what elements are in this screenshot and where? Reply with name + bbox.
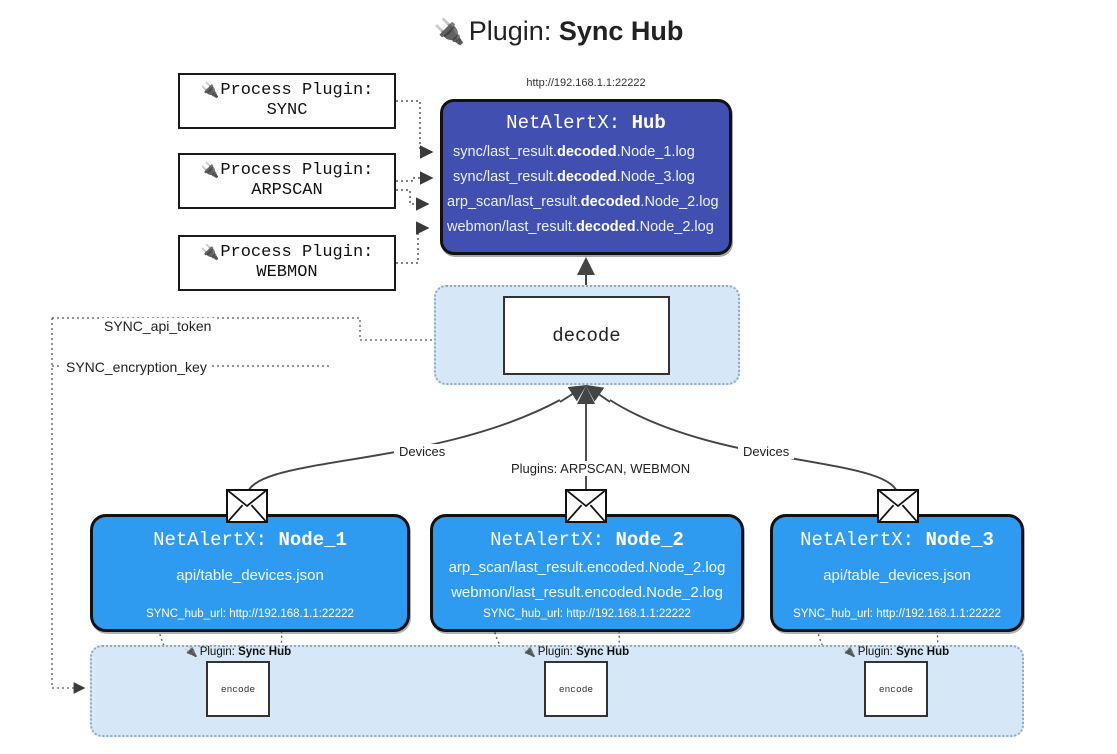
process-plugin-prefix: Process Plugin:: [220, 243, 374, 263]
hub-log-list: sync/last_result.decoded.Node_1.log sync…: [443, 140, 729, 240]
plug-icon: 🔌: [522, 646, 536, 658]
title-prefix: Plugin:: [468, 16, 552, 46]
node-line: api/table_devices.json: [823, 567, 971, 584]
node-line: arp_scan/last_result.encoded.Node_2.log: [448, 559, 726, 576]
node-hub-url: SYNC_hub_url: http://192.168.1.1:22222: [483, 608, 691, 620]
process-plugin-box-webmon[interactable]: 🔌Process Plugin: WEBMON: [178, 235, 396, 291]
edge-label-plugins: Plugins: ARPSCAN, WEBMON: [506, 461, 696, 476]
node-box-node-3[interactable]: NetAlertX: Node_3 api/table_devices.json…: [770, 514, 1024, 632]
envelope-icon: [565, 489, 607, 523]
node-line: api/table_devices.json: [176, 567, 324, 584]
hub-url-label: http://192.168.1.1:22222: [526, 77, 646, 89]
edge-label-devices-left: Devices: [394, 444, 451, 459]
process-plugin-prefix: Process Plugin:: [220, 81, 374, 101]
node-body: api/table_devices.json: [773, 563, 1021, 588]
node-label: NetAlertX: Node_2: [490, 529, 684, 551]
node-hub-url: SYNC_hub_url: http://192.168.1.1:22222: [146, 608, 354, 620]
node-body: api/table_devices.json: [93, 563, 407, 588]
encoder-plugin-label: 🔌Plugin: Sync Hub: [522, 645, 630, 659]
title-name: Sync Hub: [558, 16, 684, 46]
hub-log-line: sync/last_result.decoded.Node_1.log: [453, 144, 695, 160]
node-hub-url: SYNC_hub_url: http://192.168.1.1:22222: [793, 608, 1001, 620]
edge-label-devices-right: Devices: [738, 444, 795, 459]
plug-icon: 🔌: [842, 646, 856, 658]
encoder-plugin-label: 🔌Plugin: Sync Hub: [184, 645, 292, 659]
envelope-icon: [226, 489, 268, 523]
hub-node[interactable]: NetAlertX: Hub sync/last_result.decoded.…: [440, 99, 732, 255]
encode-box-node-2[interactable]: encode: [544, 661, 608, 717]
plug-icon: 🔌: [200, 162, 220, 180]
envelope-icon: [877, 489, 919, 523]
encoder-plugin-label: 🔌Plugin: Sync Hub: [842, 645, 950, 659]
page-title: 🔌Plugin: Sync Hub: [0, 16, 1117, 47]
node-box-node-1[interactable]: NetAlertX: Node_1 api/table_devices.json…: [90, 514, 410, 632]
hub-log-line: arp_scan/last_result.decoded.Node_2.log: [447, 194, 719, 210]
node-body: arp_scan/last_result.encoded.Node_2.log …: [433, 555, 741, 605]
process-plugin-name: ARPSCAN: [251, 181, 323, 200]
plug-icon: 🔌: [200, 82, 220, 100]
hub-log-line: sync/last_result.decoded.Node_3.log: [453, 169, 695, 185]
decode-box[interactable]: decode: [503, 296, 670, 375]
hub-label: NetAlertX: Hub: [443, 112, 729, 134]
encode-box-node-1[interactable]: encode: [206, 661, 270, 717]
process-plugin-box-arpscan[interactable]: 🔌Process Plugin: ARPSCAN: [178, 153, 396, 209]
plug-icon: 🔌: [184, 646, 198, 658]
hub-label-name: Hub: [631, 112, 666, 134]
hub-label-prefix: NetAlertX:: [506, 112, 621, 134]
process-plugin-name: WEBMON: [256, 263, 318, 282]
node-box-node-2[interactable]: NetAlertX: Node_2 arp_scan/last_result.e…: [430, 514, 744, 632]
node-line: webmon/last_result.encoded.Node_2.log: [451, 584, 723, 601]
process-plugin-prefix: Process Plugin:: [220, 161, 374, 181]
node-label: NetAlertX: Node_3: [800, 529, 994, 551]
encode-box-node-3[interactable]: encode: [864, 661, 928, 717]
process-plugin-name: SYNC: [266, 101, 308, 120]
process-plugin-box-sync[interactable]: 🔌Process Plugin: SYNC: [178, 73, 396, 129]
sync-api-token-label: SYNC_api_token: [100, 318, 216, 334]
plug-icon: 🔌: [433, 18, 465, 46]
hub-log-line: webmon/last_result.decoded.Node_2.log: [447, 219, 714, 235]
node-label: NetAlertX: Node_1: [153, 529, 347, 551]
plug-icon: 🔌: [200, 244, 220, 262]
sync-encryption-key-label: SYNC_encryption_key: [62, 359, 211, 375]
